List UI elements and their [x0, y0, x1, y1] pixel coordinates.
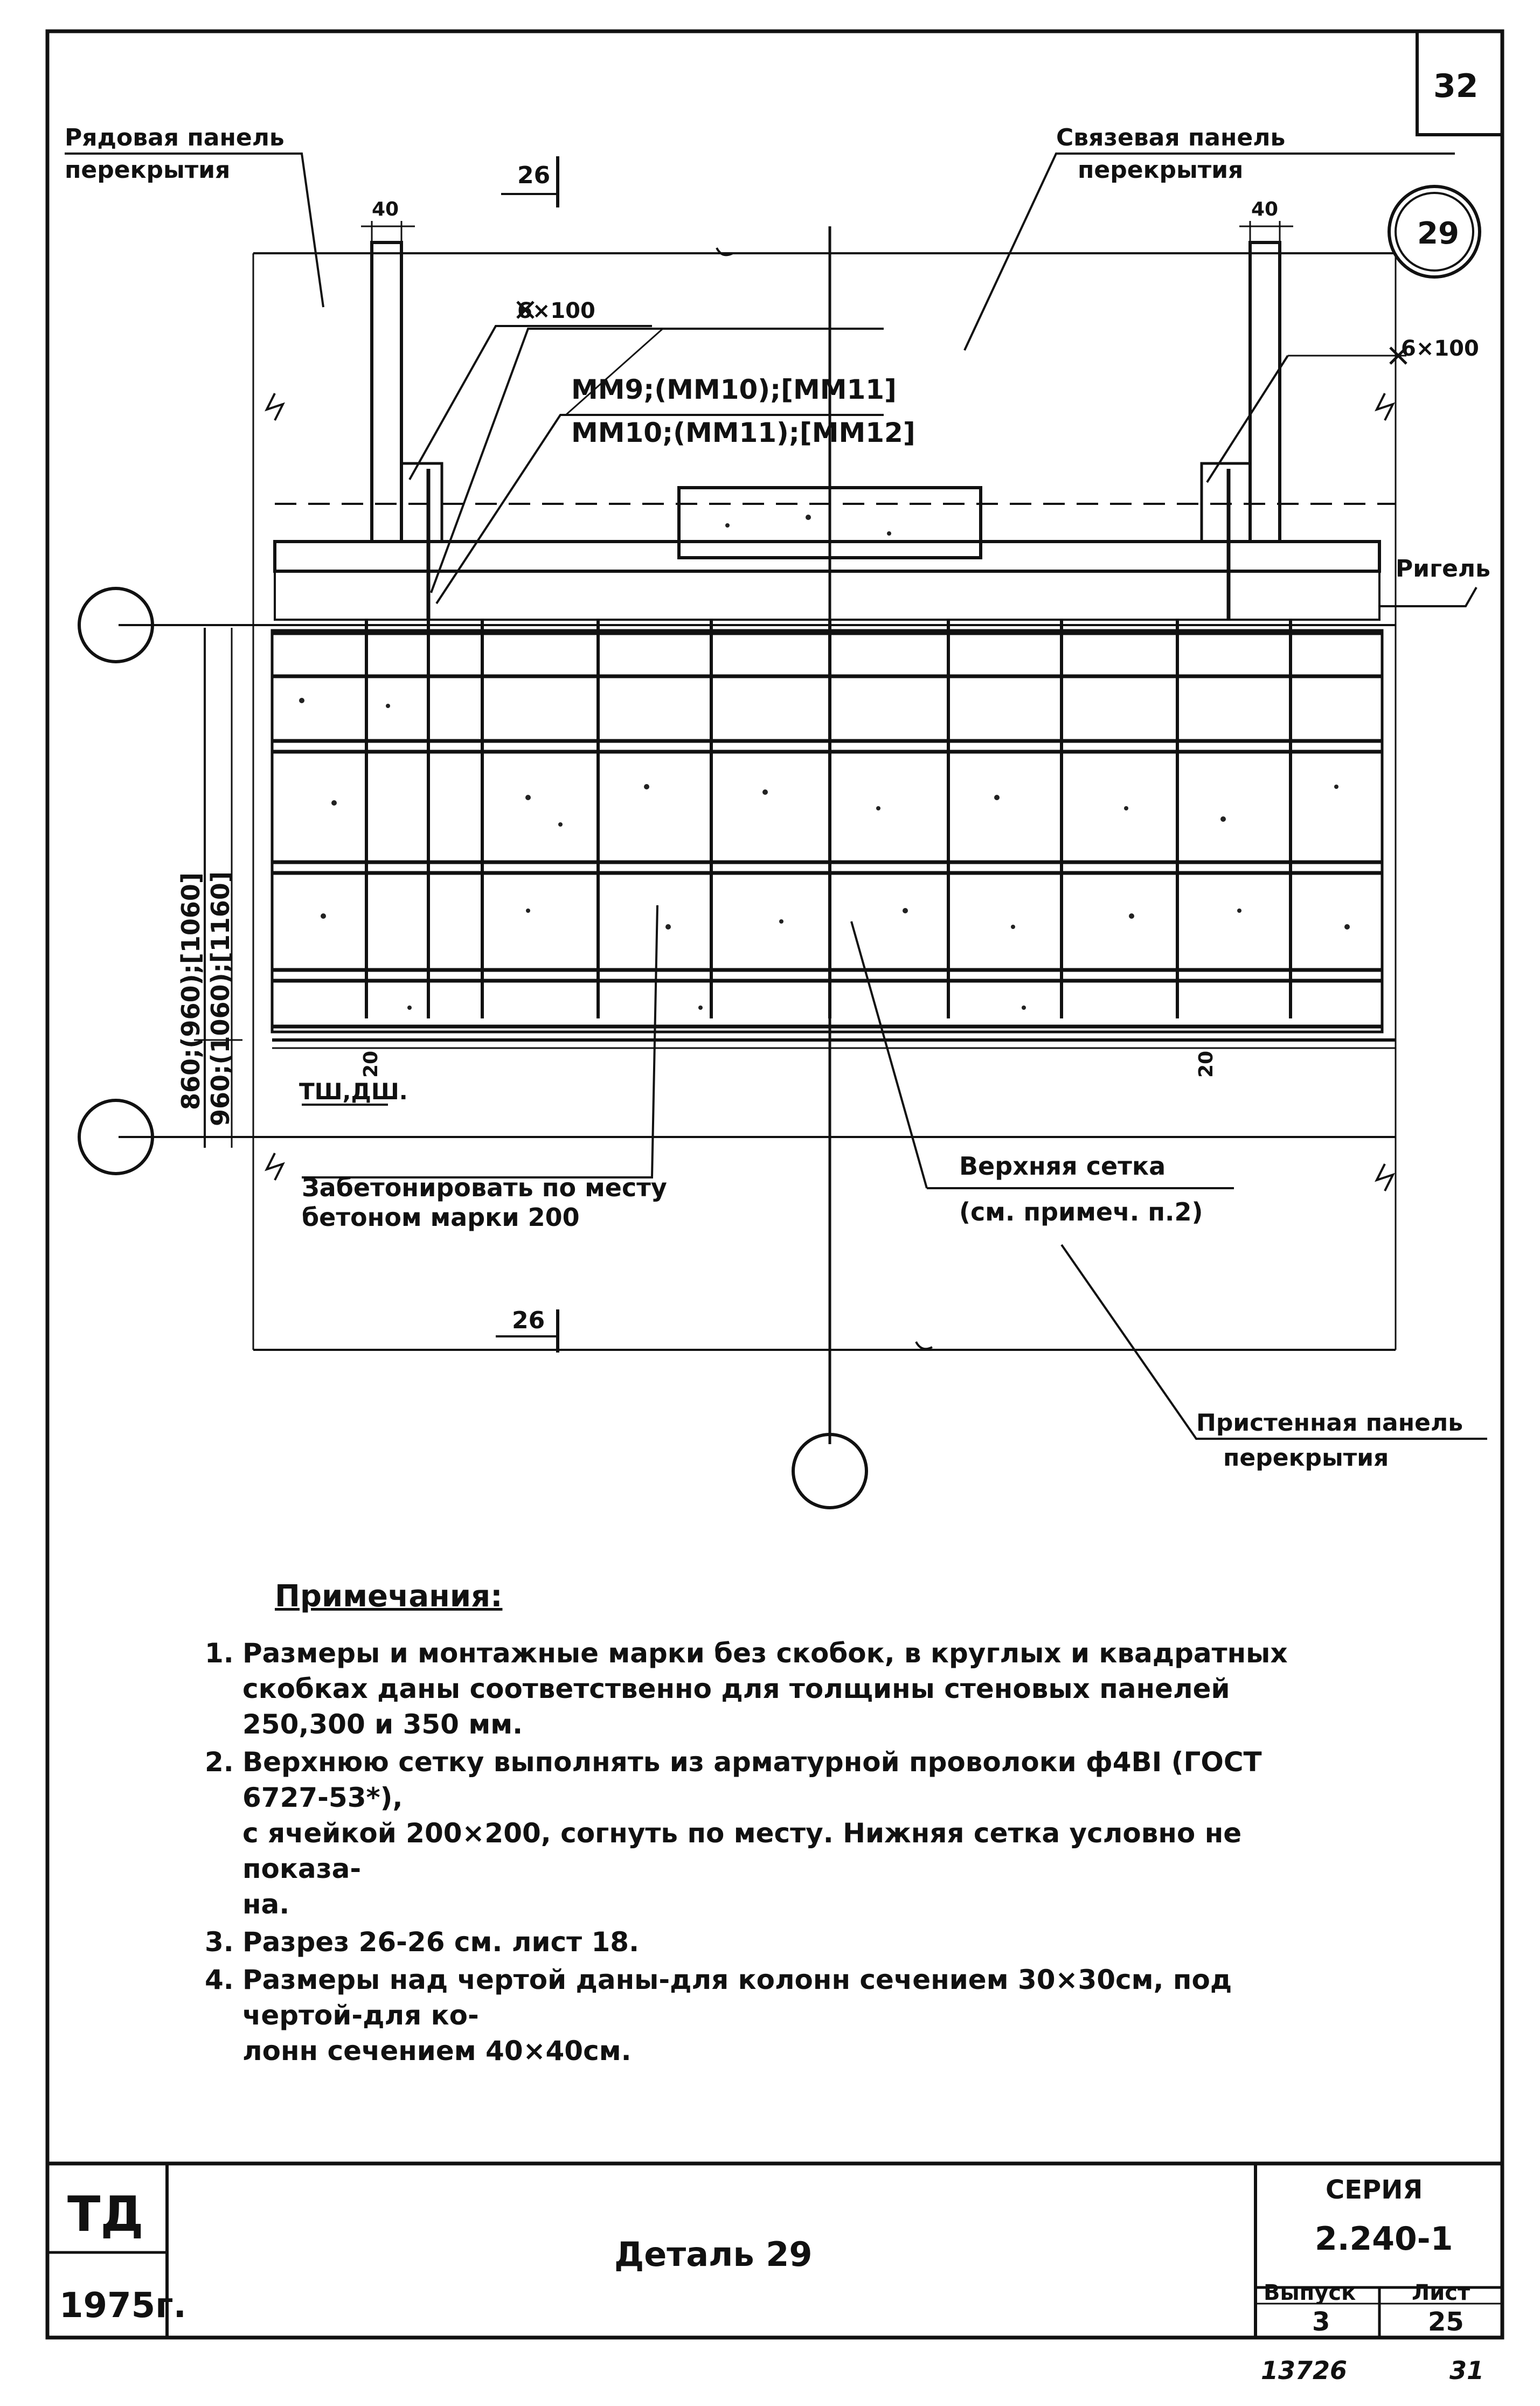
sheet-label: Лист [1412, 2280, 1470, 2305]
mesh-horizontal-bars [272, 631, 1382, 1029]
left-panel-rib [370, 241, 403, 543]
concrete-block [677, 486, 982, 559]
weld-label-right: 6×100 [1401, 336, 1479, 361]
dim-20-left: 20 [360, 1051, 382, 1078]
archive-number: 13726 [1261, 2356, 1347, 2385]
issue-label: Выпуск [1264, 2280, 1356, 2305]
dim-20-right: 20 [1195, 1051, 1217, 1078]
mesh-label-1: Верхняя сетка [959, 1152, 1166, 1181]
note-item: 4. Размеры над чертой даны-для колонн се… [205, 1962, 1336, 2069]
section-label-top: 26 [517, 162, 550, 189]
note-number: 4. [205, 1964, 234, 1995]
right-panel-rib [1248, 241, 1281, 543]
concrete-hatching [299, 515, 1350, 1010]
notes-title: Примечания: [275, 1579, 503, 1614]
corner-box [1416, 31, 1502, 136]
notes-block: Примечания: 1. Размеры и монтажные марки… [205, 1579, 1336, 2071]
axis-bubble-bottom-left [78, 1099, 154, 1175]
concrete-label-1: Забетонировать по месту [302, 1173, 667, 1202]
axis-bubble-top [78, 587, 154, 663]
concrete-infill [270, 629, 1384, 1034]
archive-page: 31 [1449, 2356, 1484, 2385]
drawing-title: Деталь 29 [614, 2235, 813, 2274]
section-label-bottom: 26 [512, 1307, 545, 1334]
note-text: Размеры и монтажные марки без скобок, в … [242, 1638, 1288, 1740]
note-item: 1. Размеры и монтажные марки без скобок,… [205, 1635, 1336, 1742]
tie-panel-label-1: Связевая панель [1056, 124, 1285, 151]
tie-panel-label-2: перекрытия [1078, 156, 1243, 184]
note-text: Размеры над чертой даны-для колонн сечен… [242, 1964, 1232, 2067]
detail-number: 29 [1417, 216, 1459, 251]
note-item: 2. Верхнюю сетку выполнять из арматурной… [205, 1744, 1336, 1922]
concrete-label-2: бетоном марки 200 [302, 1203, 580, 1232]
dim-40-left: 40 [372, 198, 399, 220]
note-number: 1. [205, 1638, 234, 1669]
mesh-vertical-bars [365, 620, 1292, 1018]
sheet-frame [45, 29, 1504, 2340]
dim-upper: 860;(960);[1060] [176, 872, 205, 1110]
wall-panel-label-2: перекрытия [1223, 1444, 1389, 1472]
detail-circle [1388, 185, 1481, 279]
mesh-label-2: (см. примеч. п.2) [959, 1197, 1203, 1226]
note-number: 3. [205, 1926, 234, 1958]
issue-number: 3 [1312, 2307, 1330, 2337]
note-text: Верхнюю сетку выполнять из арматурной пр… [242, 1746, 1262, 1920]
series-number: 2.240-1 [1315, 2220, 1453, 2258]
corner-number: 32 [1433, 67, 1479, 105]
series-label: СЕРИЯ [1326, 2175, 1423, 2205]
axis-bubble-bottom [792, 1433, 868, 1509]
weld-label-left: 6×100 [517, 299, 595, 323]
stamp-td: ТД [67, 2186, 144, 2243]
stamp-year: 1975г. [59, 2286, 186, 2326]
row-panel-label-1: Рядовая панель [65, 124, 285, 151]
dim-40-right: 40 [1251, 198, 1278, 220]
note-text: Разрез 26-26 см. лист 18. [242, 1926, 640, 1958]
marks-label-1: ММ9;(ММ10);[ММ11] [571, 374, 897, 405]
row-panel-label-2: перекрытия [65, 156, 230, 184]
marks-label-2: ММ10;(ММ11);[ММ12] [571, 417, 915, 448]
sheet-number: 25 [1428, 2307, 1464, 2337]
note-number: 2. [205, 1746, 234, 1778]
tsh-label: ТШ,ДШ. [299, 1078, 408, 1105]
rigel-label: Ригель [1396, 555, 1490, 583]
wall-panel-label-1: Пристенная панель [1196, 1409, 1463, 1437]
dim-lower: 960;(1060);[1160] [206, 871, 235, 1126]
note-item: 3. Разрез 26-26 см. лист 18. [205, 1924, 1336, 1960]
